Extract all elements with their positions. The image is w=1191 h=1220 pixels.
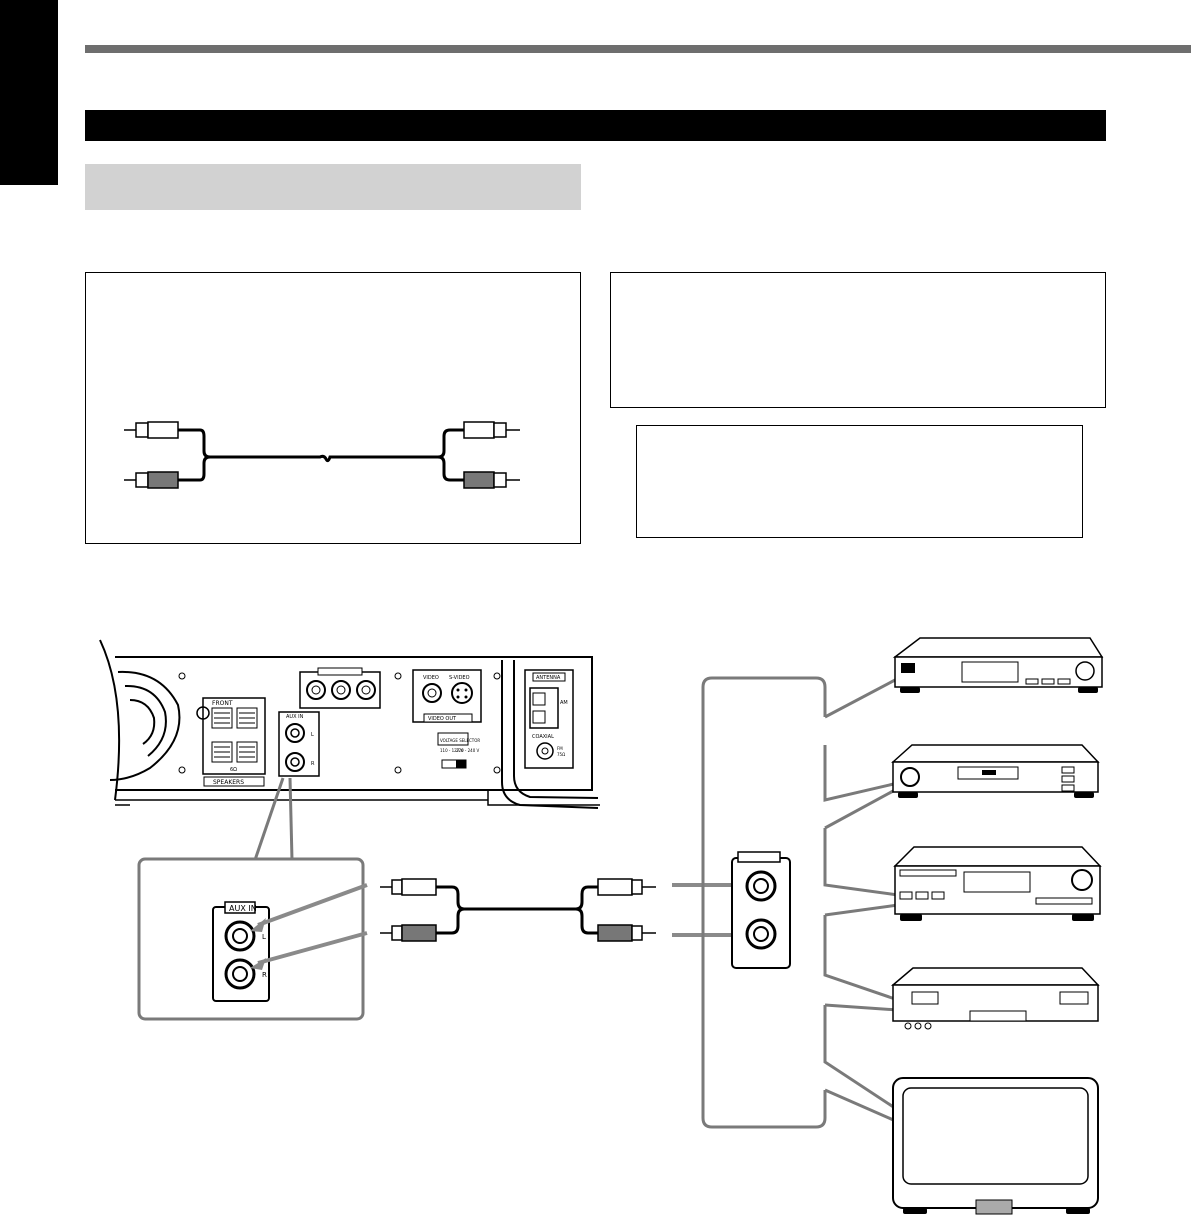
speakers-label: SPEAKERS <box>213 779 244 786</box>
fm-label: FM <box>557 746 563 751</box>
impedance-label: 6Ω <box>230 767 237 773</box>
video-output-jacks: VIDEO S-VIDEO VIDEO OUT <box>412 669 482 723</box>
unit-aux-left-label: L <box>311 732 314 738</box>
unit-aux-in-jacks: AUX IN L R <box>278 711 320 777</box>
fan-grille-icon <box>109 670 181 781</box>
rca-cable-illustration <box>124 421 520 489</box>
component-bracket <box>701 676 899 1129</box>
section-heading-bar <box>85 110 1106 141</box>
front-speakers-label: FRONT <box>212 700 233 707</box>
caution-box <box>636 425 1083 538</box>
vcr-component <box>890 967 1100 1030</box>
antenna-cable <box>501 660 599 809</box>
connection-diagram: FRONT 6Ω SPEAKERS AUX IN L R VIDEO S-VID… <box>99 637 1104 1215</box>
callout-aux-in-label: AUX IN <box>229 904 257 913</box>
unit-aux-right-label: R <box>311 761 315 767</box>
am-label: AM <box>560 700 568 706</box>
video-label: VIDEO <box>423 675 439 681</box>
cd-player-component <box>891 744 1100 798</box>
main-unit-rear-panel: FRONT 6Ω SPEAKERS AUX IN L R VIDEO S-VID… <box>99 639 600 809</box>
unit-aux-in-label: AUX IN <box>286 714 304 720</box>
voltage-high-label: 220 - 240 V <box>456 748 480 753</box>
tv-component <box>892 1077 1099 1215</box>
voltage-low-label: 110 - 127 V <box>440 748 464 753</box>
s-video-label: S-VIDEO <box>449 675 470 681</box>
external-output-jacks <box>731 851 791 969</box>
coaxial-label: COAXIAL <box>532 734 554 740</box>
cassette-deck-component <box>893 846 1102 921</box>
aux-in-callout: AUX IN L R <box>137 857 368 1021</box>
antenna-label: ANTENNA <box>536 675 561 681</box>
voltage-selector-label: VOLTAGE SELECTOR <box>440 738 480 743</box>
callout-right-label: R <box>262 971 267 979</box>
antenna-terminals: ANTENNA AM COAXIAL FM 75Ω <box>524 669 574 769</box>
speaker-terminals: FRONT 6Ω SPEAKERS <box>202 697 266 787</box>
voltage-selector: VOLTAGE SELECTOR 110 - 127 V 220 - 240 V <box>437 732 480 769</box>
page-side-tab <box>0 0 58 185</box>
cable-illustration-box <box>85 272 581 544</box>
callout-left-label: L <box>262 933 266 941</box>
rear-output-jacks <box>299 667 381 709</box>
fm-impedance-label: 75Ω <box>557 752 565 757</box>
video-out-label: VIDEO OUT <box>428 716 457 722</box>
top-rule <box>85 45 1191 53</box>
connection-rca-cable <box>380 877 758 943</box>
tuner-component <box>892 637 1104 693</box>
note-box <box>610 272 1106 408</box>
aux-callout-lines <box>253 777 294 861</box>
subsection-heading-box <box>85 164 581 210</box>
